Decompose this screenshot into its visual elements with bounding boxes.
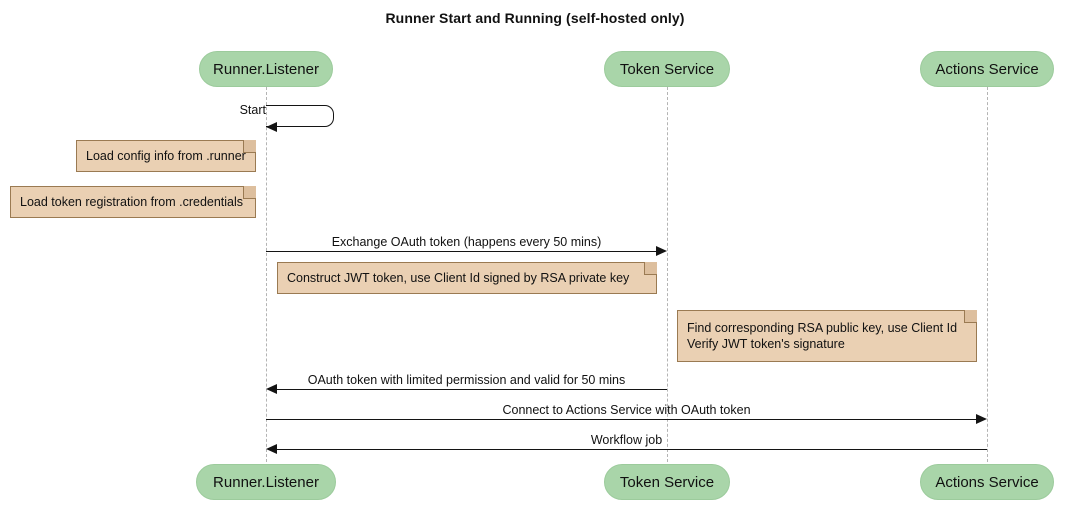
note-text: Find corresponding RSA public key, use C… — [687, 321, 958, 351]
diagram-title: Runner Start and Running (self-hosted on… — [385, 10, 685, 26]
participant-label: Runner.Listener — [213, 60, 319, 78]
lifeline-runner — [266, 87, 267, 462]
message-start-self-loop — [266, 105, 334, 127]
participant-label: Runner.Listener — [213, 473, 319, 491]
note-text: Construct JWT token, use Client Id signe… — [287, 271, 630, 285]
note-load-token-registration: Load token registration from .credential… — [10, 186, 256, 218]
participant-label: Actions Service — [935, 60, 1039, 78]
note-text: Load token registration from .credential… — [20, 195, 244, 209]
message-line-oauth-token-response — [277, 389, 667, 390]
lifeline-token — [667, 87, 668, 462]
message-label-start: Start — [239, 103, 266, 117]
lifeline-actions — [987, 87, 988, 462]
note-verify-jwt: Find corresponding RSA public key, use C… — [677, 310, 977, 362]
message-line-exchange-oauth-token — [266, 251, 656, 252]
note-text: Load config info from .runner — [86, 149, 246, 163]
arrow-head-oauth-token-response — [266, 384, 277, 394]
participant-actions-bottom[interactable]: Actions Service — [920, 464, 1054, 500]
participant-label: Actions Service — [935, 473, 1039, 491]
note-load-config: Load config info from .runner — [76, 140, 256, 172]
note-fold-corner-icon — [243, 186, 256, 199]
participant-runner-top[interactable]: Runner.Listener — [199, 51, 333, 87]
note-fold-corner-icon — [964, 310, 977, 323]
arrow-head-start — [266, 122, 277, 132]
arrow-head-workflow-job — [266, 444, 277, 454]
note-fold-corner-icon — [644, 262, 657, 275]
participant-runner-bottom[interactable]: Runner.Listener — [196, 464, 336, 500]
participant-actions-top[interactable]: Actions Service — [920, 51, 1054, 87]
message-label-workflow-job: Workflow job — [590, 433, 663, 447]
note-construct-jwt: Construct JWT token, use Client Id signe… — [277, 262, 657, 294]
message-label-connect-to-actions-service: Connect to Actions Service with OAuth to… — [502, 403, 751, 417]
message-line-workflow-job — [277, 449, 987, 450]
message-label-oauth-token-response: OAuth token with limited permission and … — [307, 373, 626, 387]
participant-label: Token Service — [619, 473, 715, 491]
participant-token-bottom[interactable]: Token Service — [604, 464, 730, 500]
arrow-head-connect-to-actions-service — [976, 414, 987, 424]
arrow-head-exchange-oauth-token — [656, 246, 667, 256]
participant-token-top[interactable]: Token Service — [604, 51, 730, 87]
message-label-exchange-oauth-token: Exchange OAuth token (happens every 50 m… — [331, 235, 602, 249]
note-fold-corner-icon — [243, 140, 256, 153]
message-line-connect-to-actions-service — [266, 419, 976, 420]
participant-label: Token Service — [619, 60, 715, 78]
